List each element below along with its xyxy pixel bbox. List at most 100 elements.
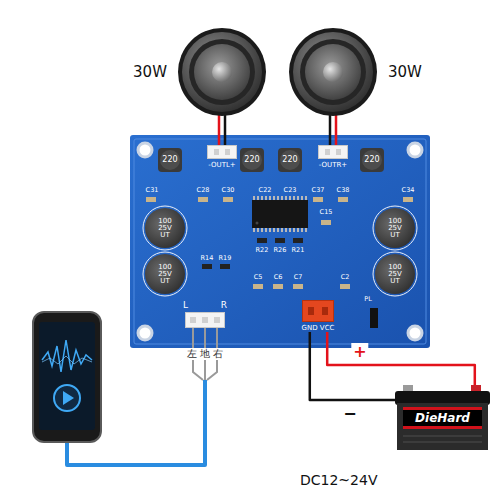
inductor-core — [160, 150, 180, 170]
inductor-value: 220 — [162, 156, 177, 164]
inductor-value: 220 — [364, 156, 379, 164]
part-name: PL — [364, 296, 372, 303]
smd-part — [293, 284, 303, 289]
polarity-sign: + — [351, 343, 368, 361]
battery-stripe — [403, 407, 482, 410]
capacitor-outline — [143, 206, 187, 250]
wire — [329, 113, 332, 146]
connector-pins — [186, 313, 224, 327]
part-name: C22 — [259, 187, 272, 194]
speaker-wire — [219, 113, 225, 146]
connector-pins — [319, 146, 347, 158]
power-connector: GND VCC — [302, 300, 335, 332]
smd-part — [313, 197, 323, 202]
diode — [370, 308, 378, 328]
pin-slot — [214, 149, 219, 155]
smd-parts — [146, 197, 413, 328]
power-rating: 30W — [133, 63, 167, 81]
smd-resistor — [202, 264, 212, 269]
pin-slot — [325, 149, 330, 155]
chip-pins — [252, 196, 308, 200]
part-name: C5 — [254, 274, 263, 281]
power-rating: 30W — [388, 63, 422, 81]
mounting-hole — [138, 326, 152, 340]
speaker-surround — [293, 32, 373, 112]
speaker: 30W — [177, 27, 267, 117]
wire — [224, 113, 227, 146]
part-name: C38 — [337, 187, 350, 194]
battery-stripe — [403, 426, 482, 429]
output-connector: -OUTL+ — [207, 145, 237, 169]
part-name: C34 — [402, 187, 415, 194]
smd-resistor — [293, 238, 303, 243]
pin-slot — [322, 307, 328, 315]
capacitor-value: 100 25V UT — [154, 264, 176, 285]
inductor-value: 220 — [282, 156, 297, 164]
connector-pins — [208, 146, 236, 158]
smd-resistor — [275, 238, 285, 243]
smd-resistor — [257, 238, 267, 243]
battery-lid — [395, 391, 490, 405]
part-name: R22 — [256, 247, 269, 254]
speaker-ring — [300, 39, 366, 105]
phone-screen — [39, 322, 95, 430]
part-name: R14 — [201, 255, 214, 262]
part-name: C7 — [294, 274, 303, 281]
capacitor — [145, 254, 185, 294]
wire — [327, 332, 475, 385]
input-connector: LR左 地 右 — [183, 300, 227, 360]
battery-rib — [403, 435, 482, 437]
speaker-frame — [178, 28, 266, 116]
part-name: C30 — [222, 187, 235, 194]
battery: DieHardDC12~24V — [395, 385, 490, 450]
battery-body — [397, 403, 488, 450]
chip-body — [252, 200, 308, 228]
inductor — [360, 148, 384, 172]
speaker-surround — [182, 32, 262, 112]
part-name: C15 — [320, 209, 333, 216]
connector-body — [185, 312, 225, 328]
connector-body — [318, 145, 348, 159]
part-name: C6 — [274, 274, 283, 281]
ground-wire — [310, 332, 395, 400]
pin-name: L — [183, 300, 188, 311]
pin-name: 左 地 右 — [185, 348, 225, 360]
mounting-hole — [408, 143, 422, 157]
smd-part — [223, 197, 233, 202]
capacitor — [145, 208, 185, 248]
connector-body — [207, 145, 237, 159]
pin-name: R — [221, 300, 227, 311]
speaker-drawing — [288, 27, 378, 117]
sound-wave — [42, 340, 92, 372]
smd-part — [273, 284, 283, 289]
capacitor-value: 100 25V UT — [384, 218, 406, 239]
part-name: C28 — [197, 187, 210, 194]
capacitor-value: 100 25V UT — [384, 264, 406, 285]
inductor-core — [362, 150, 382, 170]
mounting-hole — [408, 326, 422, 340]
capacitor — [375, 208, 415, 248]
chip-dot — [256, 222, 259, 225]
output-connector: -OUTR+ — [318, 145, 348, 169]
pin-label-row: LR — [183, 300, 227, 311]
pcb — [130, 135, 430, 348]
inductor-value: 220 — [244, 156, 259, 164]
capacitor — [375, 254, 415, 294]
capacitor-value: 100 25V UT — [154, 218, 176, 239]
speaker-ring — [189, 39, 255, 105]
inductor — [158, 148, 182, 172]
part-name: C2 — [341, 274, 350, 281]
wire — [310, 332, 395, 400]
pin-slot — [202, 317, 208, 323]
phone-body — [33, 312, 101, 442]
capacitor-outline — [373, 206, 417, 250]
speaker-drawing — [177, 27, 267, 117]
wire — [218, 113, 221, 146]
connector-pins — [303, 301, 333, 321]
chip-pins — [252, 228, 308, 232]
smd-part — [340, 284, 350, 289]
part-name: R26 — [274, 247, 287, 254]
phone — [33, 312, 101, 442]
